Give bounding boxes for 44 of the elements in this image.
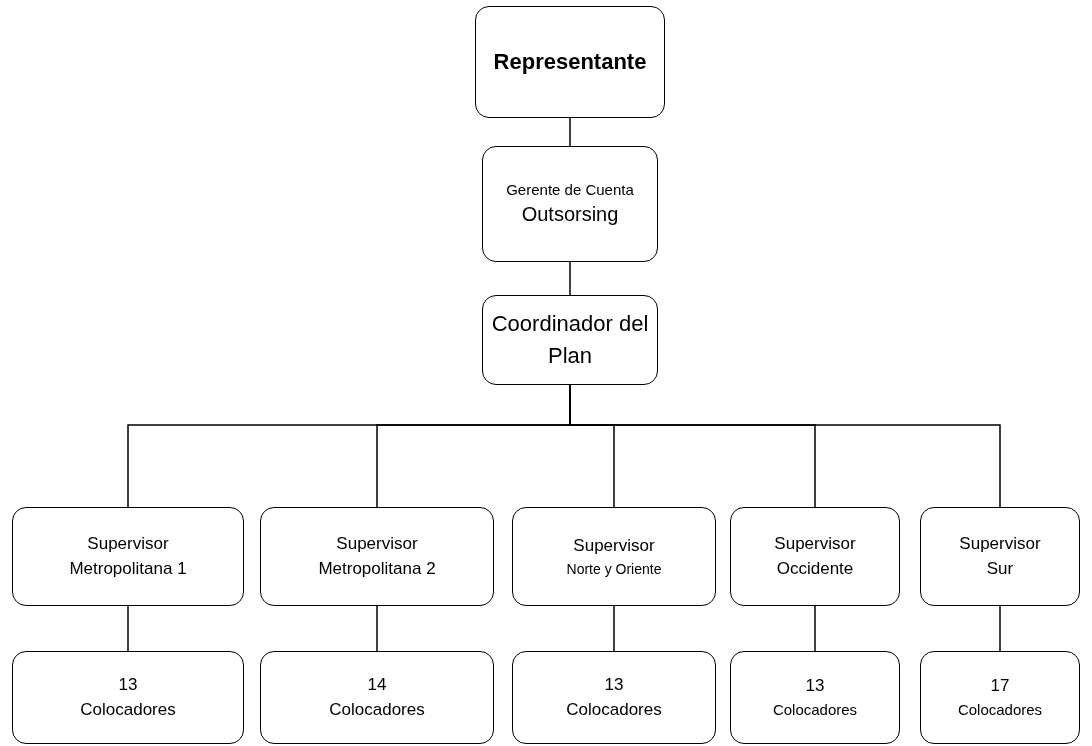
role-text: 13 xyxy=(118,673,138,696)
role-text: Colocadores xyxy=(329,698,425,721)
org-box xyxy=(730,507,900,606)
org-box xyxy=(12,651,244,744)
org-box xyxy=(260,507,494,606)
org-box xyxy=(475,6,665,118)
role-text: 17 xyxy=(990,675,1010,698)
org-box xyxy=(12,507,244,606)
role-text: Metropolitana 1 xyxy=(69,557,187,580)
role-text: Coordinador del Plan xyxy=(490,310,650,370)
role-text: Gerente de Cuenta xyxy=(506,179,634,200)
org-box xyxy=(512,507,716,606)
role-text: Colocadores xyxy=(772,699,858,720)
role-text: Colocadores xyxy=(957,699,1043,720)
role-text: Colocadores xyxy=(80,698,176,721)
org-box xyxy=(920,507,1080,606)
role-text: Occidente xyxy=(776,557,854,580)
role-text: Metropolitana 2 xyxy=(318,557,436,580)
connector-line xyxy=(613,605,615,652)
role-text: Sur xyxy=(986,557,1014,580)
role-text: Supervisor xyxy=(87,532,169,555)
role-text: Norte y Oriente xyxy=(566,559,662,579)
connector-line xyxy=(376,605,378,652)
org-box xyxy=(920,651,1080,744)
org-box xyxy=(482,295,658,385)
connector-line xyxy=(814,605,816,652)
org-box xyxy=(512,651,716,744)
role-text: Colocadores xyxy=(566,698,662,721)
role-text: 14 xyxy=(367,673,387,696)
connector-line xyxy=(569,117,571,147)
role-text: 13 xyxy=(604,673,624,696)
role-text: 13 xyxy=(805,675,825,698)
org-box xyxy=(260,651,494,744)
role-text: Outsorsing xyxy=(521,202,619,228)
connector-line xyxy=(999,605,1001,652)
role-text: Supervisor xyxy=(959,532,1041,555)
connector-line xyxy=(569,261,571,296)
role-text: Supervisor xyxy=(336,532,418,555)
role-text: Supervisor xyxy=(774,532,856,555)
role-text: Supervisor xyxy=(573,535,655,558)
org-box xyxy=(482,146,658,262)
role-text: Representante xyxy=(493,48,647,77)
org-box xyxy=(730,651,900,744)
connector-line xyxy=(127,605,129,652)
